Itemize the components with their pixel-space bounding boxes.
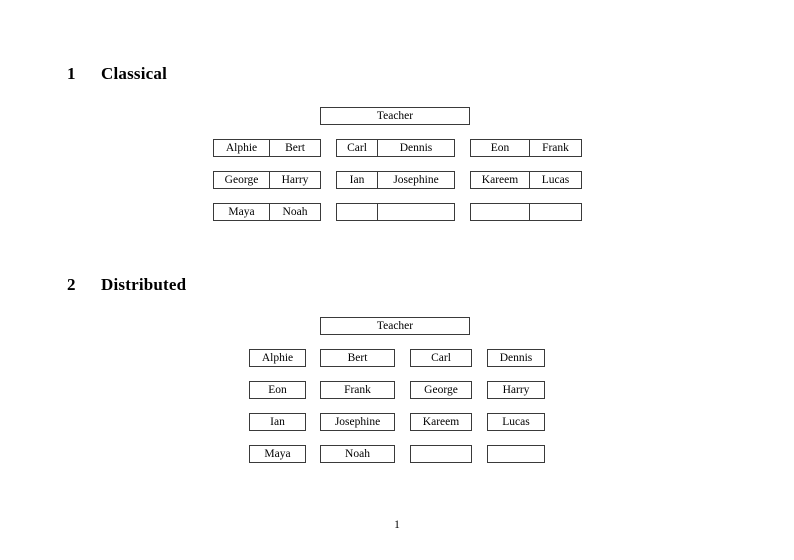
student-cell: Alphie bbox=[213, 139, 270, 157]
student-cell: Frank bbox=[529, 139, 582, 157]
student-box: Josephine bbox=[320, 413, 395, 431]
student-cell: George bbox=[213, 171, 270, 189]
student-cell: Carl bbox=[336, 139, 378, 157]
student-box: Alphie bbox=[249, 349, 306, 367]
student-cell: Eon bbox=[470, 139, 530, 157]
student-box: George bbox=[410, 381, 472, 399]
student-cell: Kareem bbox=[470, 171, 530, 189]
student-box: Eon bbox=[249, 381, 306, 399]
section-title: Distributed bbox=[101, 275, 187, 294]
student-box: Dennis bbox=[487, 349, 545, 367]
student-cell: Noah bbox=[269, 203, 321, 221]
student-box: Ian bbox=[249, 413, 306, 431]
student-box: Noah bbox=[320, 445, 395, 463]
student-cell-empty bbox=[336, 203, 378, 221]
classical-pair-box: George Harry bbox=[213, 171, 321, 189]
student-cell: Bert bbox=[269, 139, 321, 157]
section-title: Classical bbox=[101, 64, 168, 83]
section-heading-classical: 1 Classical bbox=[67, 64, 167, 84]
classical-pair-box: Ian Josephine bbox=[336, 171, 455, 189]
student-box-empty bbox=[487, 445, 545, 463]
classical-pair-box: Alphie Bert bbox=[213, 139, 321, 157]
student-box: Carl bbox=[410, 349, 472, 367]
section-number: 1 bbox=[67, 64, 76, 83]
student-cell: Harry bbox=[269, 171, 321, 189]
student-box: Frank bbox=[320, 381, 395, 399]
student-cell-empty bbox=[529, 203, 582, 221]
section-heading-distributed: 2 Distributed bbox=[67, 275, 186, 295]
classical-pair-box: Eon Frank bbox=[470, 139, 582, 157]
student-cell: Ian bbox=[336, 171, 378, 189]
student-box: Lucas bbox=[487, 413, 545, 431]
student-box: Bert bbox=[320, 349, 395, 367]
classical-pair-box-empty bbox=[470, 203, 582, 221]
student-cell: Maya bbox=[213, 203, 270, 221]
student-box: Harry bbox=[487, 381, 545, 399]
student-cell: Dennis bbox=[377, 139, 455, 157]
student-box: Kareem bbox=[410, 413, 472, 431]
student-box-empty bbox=[410, 445, 472, 463]
classical-pair-box: Kareem Lucas bbox=[470, 171, 582, 189]
section-number: 2 bbox=[67, 275, 76, 294]
page-number: 1 bbox=[394, 519, 400, 531]
classical-pair-box-empty bbox=[336, 203, 455, 221]
classical-teacher-box: Teacher bbox=[320, 107, 470, 125]
student-cell-empty bbox=[377, 203, 455, 221]
student-box: Maya bbox=[249, 445, 306, 463]
distributed-teacher-box: Teacher bbox=[320, 317, 470, 335]
classical-pair-box: Maya Noah bbox=[213, 203, 321, 221]
student-cell-empty bbox=[470, 203, 530, 221]
student-cell: Lucas bbox=[529, 171, 582, 189]
classical-pair-box: Carl Dennis bbox=[336, 139, 455, 157]
student-cell: Josephine bbox=[377, 171, 455, 189]
